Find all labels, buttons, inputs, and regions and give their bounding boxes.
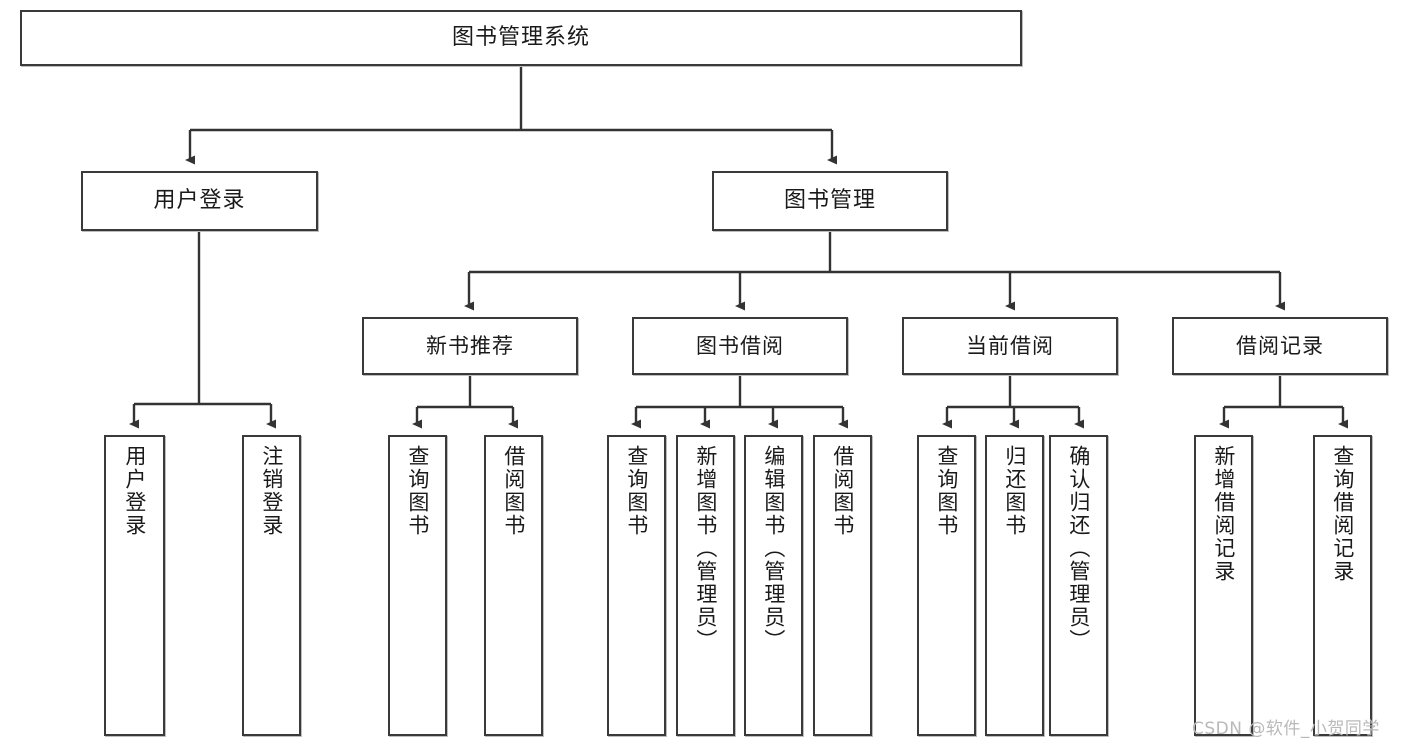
node-leaf-borrow-book-1-label: 借阅图书	[501, 445, 526, 537]
node-root[interactable]: 图书管理系统	[20, 10, 1022, 66]
node-leaf-confirm-return[interactable]: 确认归还（管理员）	[1049, 435, 1108, 736]
node-leaf-return-book-label: 归还图书	[1002, 445, 1027, 537]
node-book-borrow-label: 图书借阅	[696, 333, 784, 358]
node-user-login[interactable]: 用户登录	[81, 171, 318, 231]
node-new-book-rec[interactable]: 新书推荐	[362, 317, 578, 375]
node-book-manage[interactable]: 图书管理	[712, 171, 948, 231]
node-current-borrow-label: 当前借阅	[966, 333, 1054, 358]
node-leaf-query-book-3[interactable]: 查询图书	[917, 435, 976, 736]
node-leaf-borrow-book-1[interactable]: 借阅图书	[484, 435, 543, 736]
node-book-manage-label: 图书管理	[783, 188, 876, 214]
node-leaf-edit-book[interactable]: 编辑图书（管理员）	[744, 435, 803, 736]
node-leaf-return-book[interactable]: 归还图书	[985, 435, 1044, 736]
node-leaf-borrow-book-2[interactable]: 借阅图书	[813, 435, 872, 736]
node-leaf-edit-book-label: 编辑图书（管理员）	[761, 445, 786, 652]
node-leaf-query-book-2[interactable]: 查询图书	[607, 435, 666, 736]
node-leaf-query-record-label: 查询借阅记录	[1330, 445, 1355, 583]
node-root-label: 图书管理系统	[451, 25, 590, 51]
node-leaf-user-login-label: 用户登录	[122, 445, 147, 537]
node-leaf-query-book-1-label: 查询图书	[405, 445, 430, 537]
node-leaf-confirm-return-label: 确认归还（管理员）	[1066, 445, 1091, 652]
node-borrow-record-label: 借阅记录	[1236, 333, 1324, 358]
node-leaf-add-book[interactable]: 新增图书（管理员）	[676, 435, 735, 736]
node-leaf-borrow-book-2-label: 借阅图书	[830, 445, 855, 537]
node-leaf-query-book-3-label: 查询图书	[934, 445, 959, 537]
node-leaf-user-logout[interactable]: 注销登录	[242, 435, 301, 736]
node-leaf-query-book-2-label: 查询图书	[624, 445, 649, 537]
node-user-login-label: 用户登录	[153, 188, 246, 214]
node-new-book-rec-label: 新书推荐	[426, 333, 514, 358]
node-leaf-user-login[interactable]: 用户登录	[104, 435, 165, 736]
node-leaf-add-record[interactable]: 新增借阅记录	[1194, 435, 1253, 736]
node-leaf-user-logout-label: 注销登录	[259, 445, 284, 537]
node-leaf-add-book-label: 新增图书（管理员）	[693, 445, 718, 652]
node-leaf-add-record-label: 新增借阅记录	[1211, 445, 1236, 583]
node-leaf-query-record[interactable]: 查询借阅记录	[1313, 435, 1372, 736]
node-current-borrow[interactable]: 当前借阅	[902, 317, 1118, 375]
node-borrow-record[interactable]: 借阅记录	[1172, 317, 1388, 375]
node-leaf-query-book-1[interactable]: 查询图书	[388, 435, 447, 736]
node-book-borrow[interactable]: 图书借阅	[632, 317, 848, 375]
watermark: CSDN @软件_小贺同学	[1192, 719, 1380, 739]
